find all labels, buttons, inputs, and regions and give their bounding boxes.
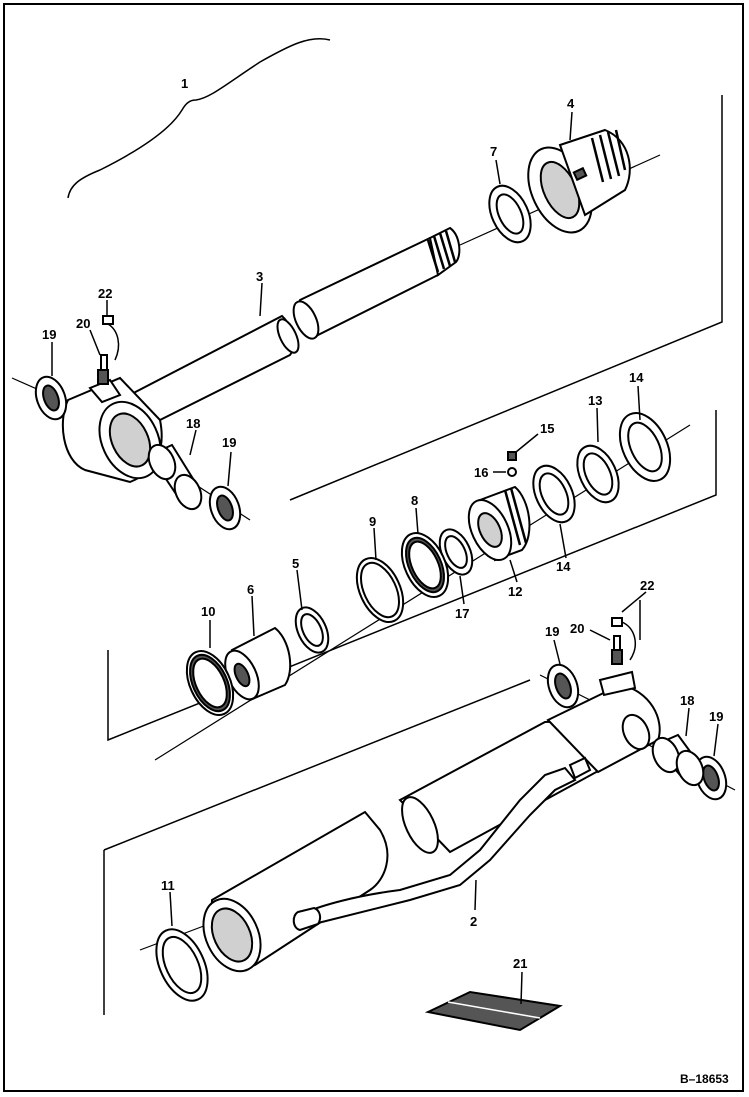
seal-19-upper-left [34,375,68,421]
seal-19-upper-right [208,485,242,531]
cap-22-lower [611,617,637,661]
gland [527,128,631,234]
callout-11: 11 [161,878,175,893]
set-screw-15 [507,451,517,461]
cap-22-upper [102,315,120,361]
ring-8 [400,532,450,598]
callout-13: 13 [588,393,602,408]
decal-21 [424,990,563,1032]
snap-ring-9 [355,557,405,623]
callout-15: 15 [540,421,554,436]
callout-14a: 14 [629,370,644,385]
callout-19b: 19 [222,435,236,450]
seal-11 [155,928,209,1002]
drawing-frame [3,3,744,1092]
bushing-18-lower [651,733,705,787]
callout-20b: 20 [570,621,584,636]
grease-fitting-20-lower [598,635,637,697]
callout-19c: 19 [545,624,559,639]
seal-13 [576,444,620,504]
seal-ring-7 [488,184,532,244]
callout-7: 7 [490,144,497,159]
drawing-reference-number: B–18653 [680,1072,729,1086]
piston [467,485,531,562]
callout-6: 6 [247,582,254,597]
callout-22b: 22 [640,578,654,593]
ring-10 [185,650,235,716]
seal-5 [294,606,330,654]
callout-8: 8 [411,493,418,508]
callout-21: 21 [513,956,527,971]
callout-17: 17 [455,606,469,621]
rod-and-eye [61,314,300,484]
barrel [202,683,661,973]
callout-3: 3 [256,269,263,284]
callout-18b: 18 [680,693,694,708]
bushing-18-upper [147,443,203,511]
callout-19d: 19 [709,709,723,724]
seal-17 [438,528,474,576]
spacer-6 [224,626,292,702]
callout-2: 2 [470,914,477,929]
leader-lines [51,111,719,1005]
wear-ring-14-left [532,464,576,524]
callout-14b: 14 [556,559,571,574]
ball-16 [507,467,517,477]
assembly-brace [67,38,331,199]
callout-18a: 18 [186,416,200,431]
callout-19a: 19 [42,327,56,342]
wear-ring-14-right [618,412,672,482]
callout-20a: 20 [76,316,90,331]
callout-12: 12 [508,584,522,599]
callout-5: 5 [292,556,299,571]
panel-lines [103,95,723,1015]
callout-16: 16 [474,465,488,480]
callout-22a: 22 [98,286,112,301]
seal-19-lower-left [546,663,580,709]
callout-4: 4 [567,96,575,111]
callout-10: 10 [201,604,215,619]
rod-upper [292,226,461,340]
callout-9: 9 [369,514,376,529]
callout-1: 1 [181,76,188,91]
